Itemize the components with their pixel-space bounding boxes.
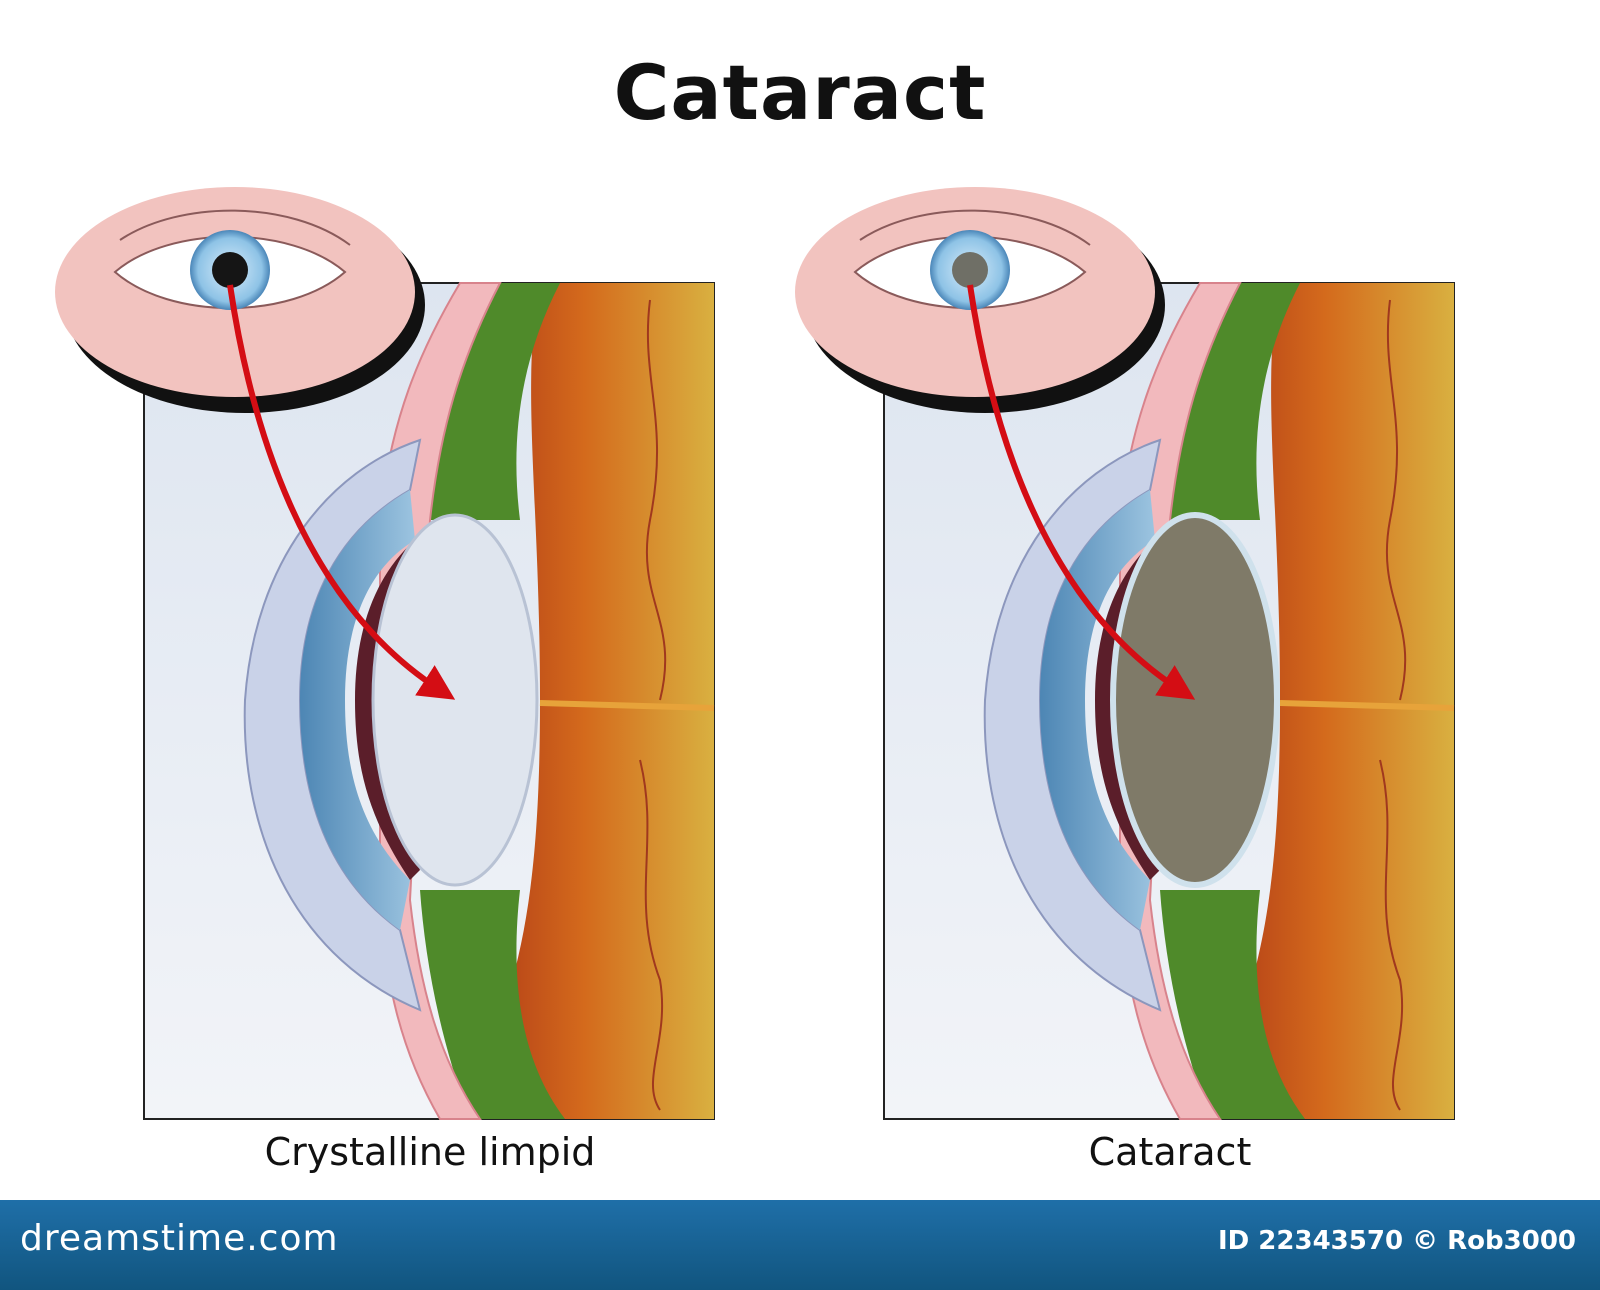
right-arrow (967, 284, 1196, 700)
footer-brand-logo[interactable]: dreamstime.com (20, 1218, 339, 1259)
caption-cataract: Cataract (1088, 1130, 1252, 1174)
right-ciliary-body (1160, 283, 1300, 520)
left-retina-tissue (455, 283, 714, 1119)
caption-crystalline-limpid: Crystalline limpid (264, 1130, 596, 1174)
left-ciliary-body (420, 283, 560, 520)
diagram-title: Cataract (613, 48, 987, 137)
left-lens-clear (371, 513, 539, 887)
footer-bar: dreamstime.com ID 22343570 © Rob3000 (0, 1200, 1600, 1290)
right-pupil-cloudy (952, 252, 988, 288)
left-arrow (227, 284, 456, 700)
right-lens-cloudy (1110, 512, 1280, 888)
footer-image-id: ID 22343570 © Rob3000 (1218, 1226, 1576, 1256)
left-pupil (212, 252, 248, 288)
right-retina-tissue (1195, 283, 1454, 1119)
cataract-eye-illustration (795, 187, 1455, 1120)
healthy-eye-illustration (55, 187, 715, 1120)
